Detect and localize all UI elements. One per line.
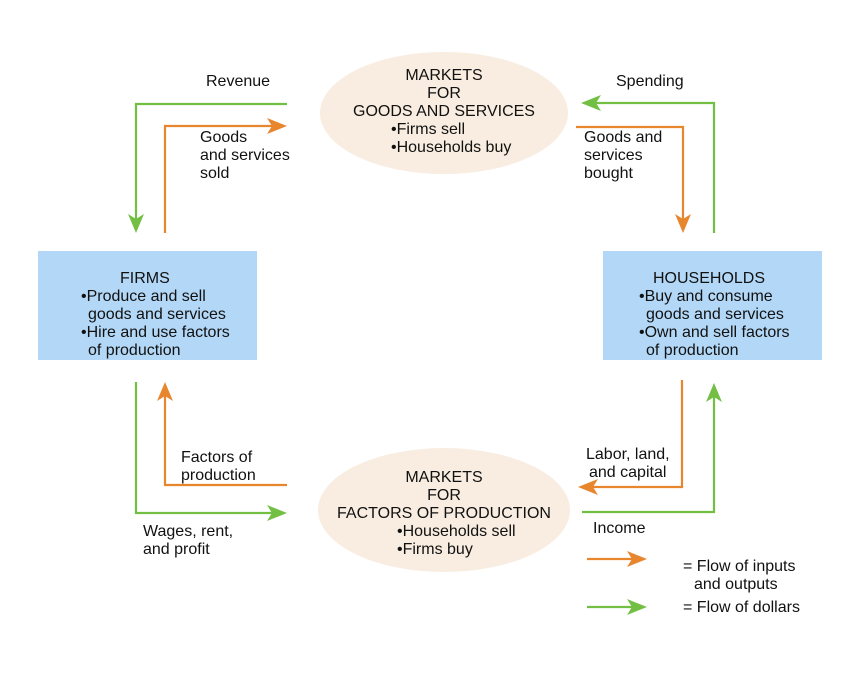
goods-bought-flow (576, 125, 685, 220)
goods-bought-label: Goods and services bought (584, 129, 662, 183)
income-flow (582, 396, 716, 514)
firms-line: •Produce and sell (81, 288, 206, 305)
firms-box (38, 251, 257, 360)
households-line: •Buy and consume (639, 288, 773, 305)
markets-goods-title-line: GOODS AND SERVICES (353, 103, 535, 120)
goods-sold-arrowhead (267, 118, 287, 134)
markets-goods-bullet: •Firms sell (391, 121, 466, 138)
firms-text: FIRMS •Produce and sell goods and servic… (81, 270, 230, 360)
households-box (603, 251, 822, 360)
wages-label-line: and profit (143, 541, 210, 558)
markets-goods-title-line: FOR (427, 85, 461, 102)
firms-line: goods and services (88, 306, 226, 323)
revenue-flow (134, 102, 287, 220)
revenue-arrowhead (128, 214, 144, 233)
factors-label: Factors of production (181, 449, 256, 485)
markets-goods-title-line: MARKETS (405, 67, 483, 84)
markets-goods-ellipse (320, 52, 568, 174)
markets-goods-title: MARKETS FOR GOODS AND SERVICES (320, 67, 568, 121)
markets-factors-title: MARKETS FOR FACTORS OF PRODUCTION (318, 469, 570, 523)
goods-bought-arrowhead (675, 214, 691, 233)
goods-sold-label-line: and services (200, 147, 290, 164)
wages-label-line: Wages, rent, (143, 523, 234, 540)
households-title: HOUSEHOLDS (653, 270, 766, 287)
markets-factors-title-line: FACTORS OF PRODUCTION (337, 505, 551, 522)
factors-arrowhead (157, 382, 173, 401)
legend-dollars: = Flow of dollars (683, 599, 800, 616)
goods-bought-label-line: Goods and (584, 129, 663, 146)
markets-factors-bullets: •Households sell •Firms buy (397, 523, 516, 559)
goods-sold-label-line: sold (200, 165, 230, 182)
households-text: HOUSEHOLDS •Buy and consume goods and se… (639, 270, 790, 360)
markets-goods-bullets: •Firms sell •Households buy (391, 121, 511, 157)
spending-flow (594, 101, 716, 233)
legend-inputs-outputs: = Flow of inputs and outputs (683, 558, 796, 594)
income-label: Income (593, 520, 646, 537)
goods-sold-label: Goods and services sold (200, 129, 290, 183)
spending-arrowhead (581, 95, 601, 111)
markets-factors-title-line: MARKETS (405, 469, 483, 486)
factors-flow (163, 395, 287, 487)
legend-inputs-arrowhead (627, 551, 647, 567)
wages-flow (134, 382, 274, 515)
firms-line: of production (88, 342, 181, 359)
income-arrowhead (706, 383, 722, 402)
wages-arrowhead (267, 505, 287, 521)
legend-inputs-outputs-line: and outputs (694, 576, 778, 593)
labor-flow (591, 380, 684, 489)
legend-dollars-arrowhead (627, 599, 647, 615)
wages-label: Wages, rent, and profit (143, 523, 233, 559)
firms-line: •Hire and use factors (81, 324, 230, 341)
households-line: of production (646, 342, 739, 359)
labor-label-line: Labor, land, (586, 446, 670, 463)
factors-label-line: Factors of (181, 449, 253, 466)
markets-factors-ellipse (318, 448, 570, 572)
labor-arrowhead (578, 479, 598, 495)
markets-factors-bullet: •Firms buy (397, 541, 473, 558)
goods-bought-label-line: services (584, 147, 643, 164)
goods-sold-flow (163, 124, 274, 233)
labor-label: Labor, land, and capital (586, 446, 670, 482)
spending-label: Spending (616, 73, 684, 90)
markets-goods-bullet: •Households buy (391, 139, 512, 156)
factors-label-line: production (181, 467, 256, 484)
firms-title: FIRMS (120, 270, 170, 287)
households-line: •Own and sell factors (639, 324, 790, 341)
markets-factors-title-line: FOR (427, 487, 461, 504)
legend-inputs-outputs-line: = Flow of inputs (683, 558, 796, 575)
households-line: goods and services (646, 306, 784, 323)
goods-bought-label-line: bought (584, 165, 633, 182)
markets-factors-bullet: •Households sell (397, 523, 516, 540)
labor-label-line: and capital (589, 464, 667, 481)
revenue-label: Revenue (206, 73, 271, 90)
goods-sold-label-line: Goods (200, 129, 248, 146)
